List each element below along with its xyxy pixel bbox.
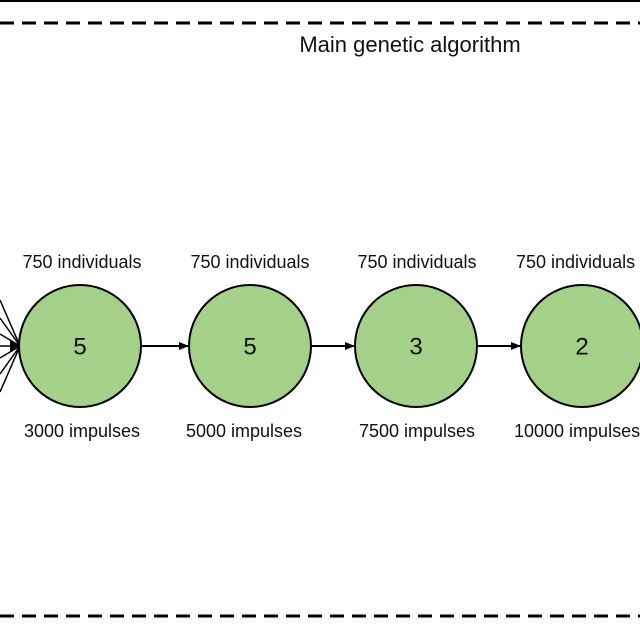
fan-in-lines: [0, 299, 21, 393]
stage-node-1: 750 individuals 5 3000 impulses: [18, 252, 142, 441]
stage-impulses-label: 5000 impulses: [186, 421, 302, 441]
stage-impulses-label: 10000 impulses: [514, 421, 640, 441]
stage-circle: [18, 284, 142, 408]
stage-circle: [520, 284, 640, 408]
stage-node-2: 750 individuals 5 5000 impulses: [186, 252, 312, 441]
stage-node-3: 750 individuals 3 7500 impulses: [354, 252, 478, 441]
stage-circle: [354, 284, 478, 408]
stage-individuals-label: 750 individuals: [22, 252, 141, 272]
stage-impulses-label: 3000 impulses: [24, 421, 140, 441]
stage-value: 5: [73, 334, 86, 361]
diagram-title: Main genetic algorithm: [299, 32, 520, 57]
stage-value: 3: [409, 334, 422, 361]
stage-circle: [188, 284, 312, 408]
stage-individuals-label: 750 individuals: [190, 252, 309, 272]
stage-individuals-label: 750 individuals: [357, 252, 476, 272]
stage-node-4: 750 individuals 2 10000 impulses: [514, 252, 640, 441]
stage-value: 5: [243, 334, 256, 361]
stage-individuals-label: 750 individuals: [516, 252, 635, 272]
stage-value: 2: [575, 334, 588, 361]
stage-impulses-label: 7500 impulses: [359, 421, 475, 441]
